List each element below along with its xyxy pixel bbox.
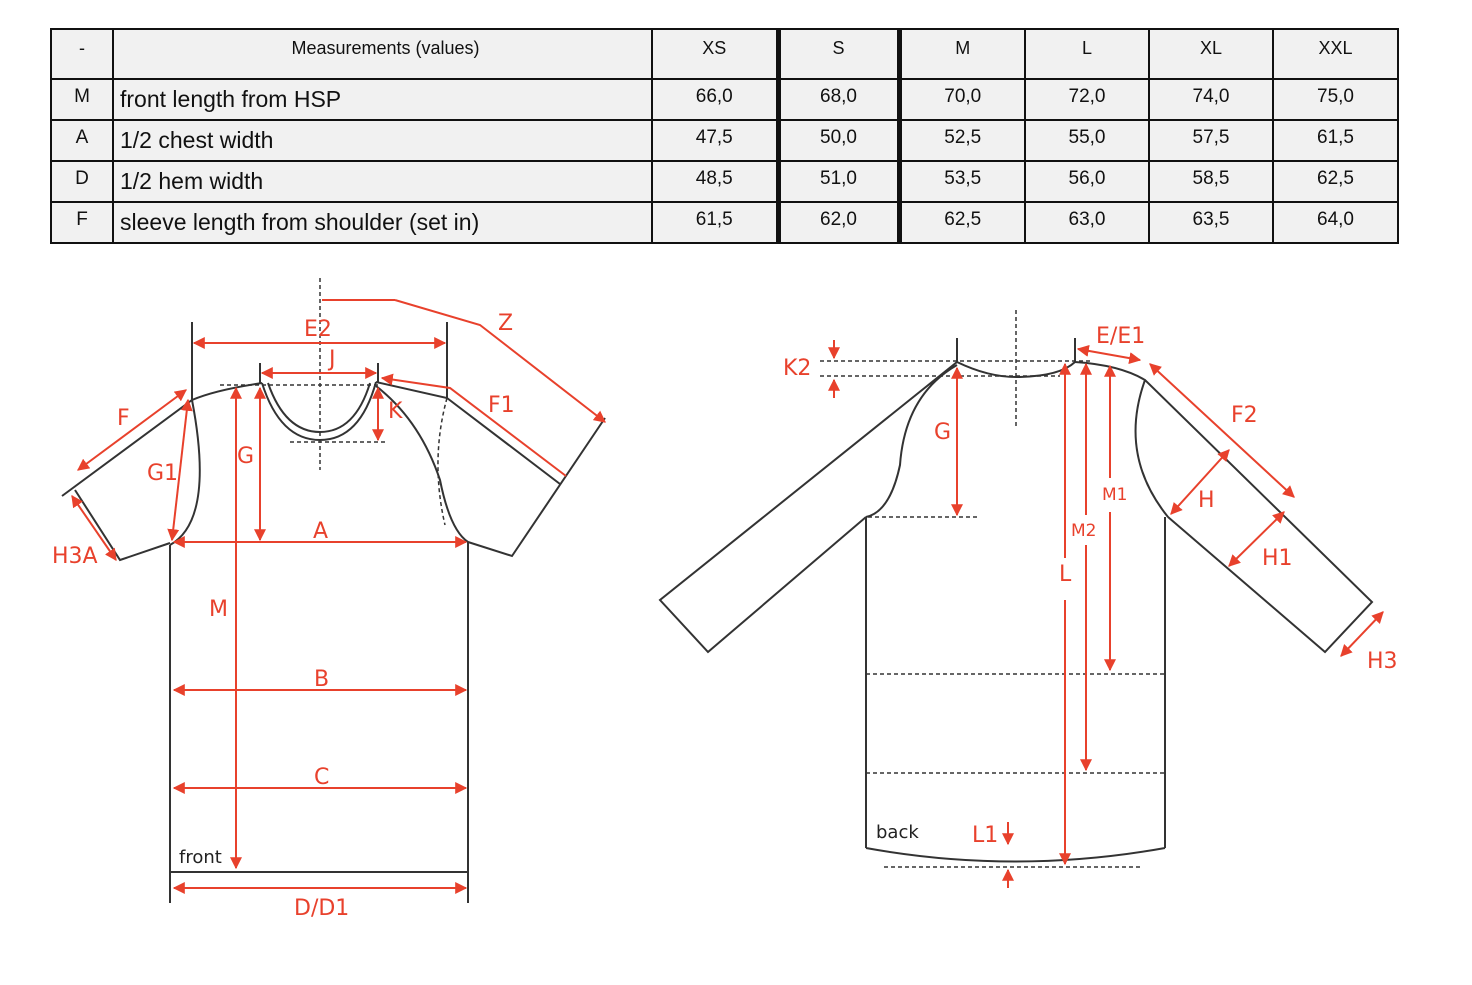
label-e-e1: E/E1: [1096, 324, 1145, 349]
cell: 63,0: [1024, 201, 1150, 244]
row-code: M: [50, 78, 114, 121]
cell: 50,0: [777, 119, 902, 162]
row-label: 1/2 chest width: [112, 119, 653, 162]
label-m2: M2: [1071, 521, 1096, 541]
cell: 62,0: [777, 201, 902, 244]
table-row: F sleeve length from shoulder (set in) 6…: [50, 201, 1399, 244]
cell: 63,5: [1148, 201, 1274, 244]
cell: 56,0: [1024, 160, 1150, 203]
table-row: A 1/2 chest width 47,5 50,0 52,5 55,0 57…: [50, 119, 1399, 162]
label-z: Z: [498, 311, 513, 336]
cell: 61,5: [651, 201, 781, 244]
front-caption: front: [179, 847, 222, 868]
header-xs: XS: [651, 28, 781, 80]
row-label: 1/2 hem width: [112, 160, 653, 203]
header-code: -: [50, 28, 114, 80]
label-m: M: [209, 597, 228, 622]
label-g: G: [237, 444, 254, 469]
row-code: F: [50, 201, 114, 244]
cell: 75,0: [1272, 78, 1399, 121]
cell: 61,5: [1272, 119, 1399, 162]
front-tshirt-diagram: E2 J Z F F1 K G G1 H3A A M B C D/D1 fron…: [52, 278, 605, 921]
label-d-d1: D/D1: [294, 896, 349, 921]
row-code: D: [50, 160, 114, 203]
label-b: B: [314, 667, 329, 692]
cell: 47,5: [651, 119, 781, 162]
back-caption: back: [876, 822, 919, 843]
table-header-row: - Measurements (values) XS S M L XL XXL: [50, 28, 1399, 80]
label-m1: M1: [1102, 485, 1127, 505]
cell: 51,0: [777, 160, 902, 203]
cell: 66,0: [651, 78, 781, 121]
cell: 57,5: [1148, 119, 1274, 162]
header-xxl: XXL: [1272, 28, 1399, 80]
label-k2: K2: [783, 356, 811, 381]
header-measurement: Measurements (values): [112, 28, 653, 80]
cell: 53,5: [898, 160, 1026, 203]
header-s: S: [777, 28, 902, 80]
cell: 48,5: [651, 160, 781, 203]
label-f2: F2: [1231, 403, 1258, 428]
cell: 55,0: [1024, 119, 1150, 162]
back-longsleeve-diagram: K2 E/E1 G F2 H H1 M1 M2 L H3 L1 back: [658, 310, 1398, 888]
label-j: J: [327, 347, 336, 372]
label-k: K: [388, 399, 403, 424]
label-l: L: [1059, 562, 1072, 587]
table-row: D 1/2 hem width 48,5 51,0 53,5 56,0 58,5…: [50, 160, 1399, 203]
header-l: L: [1024, 28, 1150, 80]
header-m: M: [898, 28, 1026, 80]
cell: 52,5: [898, 119, 1026, 162]
label-c: C: [314, 765, 329, 790]
label-h3a: H3A: [52, 544, 98, 569]
size-table: - Measurements (values) XS S M L XL XXL …: [50, 28, 1399, 244]
row-label: sleeve length from shoulder (set in): [112, 201, 653, 244]
row-code: A: [50, 119, 114, 162]
cell: 62,5: [898, 201, 1026, 244]
cell: 74,0: [1148, 78, 1274, 121]
cell: 62,5: [1272, 160, 1399, 203]
label-f1: F1: [488, 393, 515, 418]
cell: 68,0: [777, 78, 902, 121]
label-l1: L1: [972, 823, 998, 848]
row-label: front length from HSP: [112, 78, 653, 121]
label-e2: E2: [304, 317, 332, 342]
table-row: M front length from HSP 66,0 68,0 70,0 7…: [50, 78, 1399, 121]
label-h: H: [1198, 488, 1215, 513]
label-g1: G1: [147, 461, 178, 486]
cell: 64,0: [1272, 201, 1399, 244]
label-h3: H3: [1367, 649, 1398, 674]
header-xl: XL: [1148, 28, 1274, 80]
label-g-back: G: [934, 420, 951, 445]
cell: 70,0: [898, 78, 1026, 121]
cell: 58,5: [1148, 160, 1274, 203]
label-f: F: [117, 406, 130, 431]
label-a: A: [313, 519, 328, 544]
label-h1: H1: [1262, 546, 1293, 571]
cell: 72,0: [1024, 78, 1150, 121]
